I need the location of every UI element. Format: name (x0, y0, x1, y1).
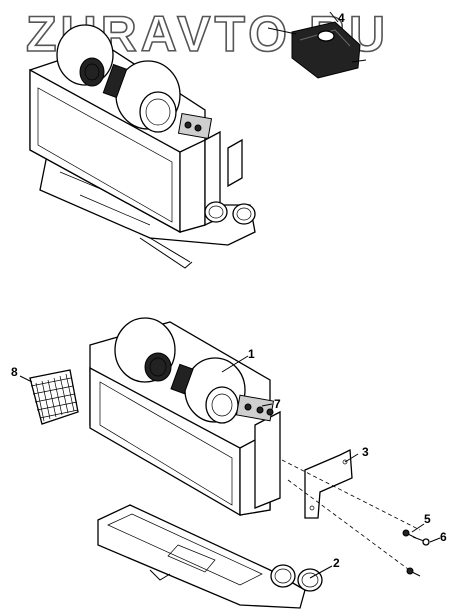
callout-8: 8 (11, 365, 18, 379)
part-8-filter-grille (29, 369, 79, 425)
part-4-control-module (267, 11, 367, 79)
callout-3: 3 (362, 445, 369, 459)
callout-6: 6 (440, 530, 447, 544)
callout-4: 4 (338, 11, 345, 25)
part-2-lower-duct (97, 504, 323, 609)
callout-2: 2 (333, 556, 340, 570)
callout-5: 5 (424, 512, 431, 526)
callout-1: 1 (248, 347, 255, 361)
parts-5-6-fasteners (402, 529, 430, 577)
leader-lines (19, 355, 441, 579)
part-3-bracket (281, 448, 421, 573)
callout-7: 7 (274, 397, 281, 411)
top-heater-assembly (29, 24, 256, 269)
